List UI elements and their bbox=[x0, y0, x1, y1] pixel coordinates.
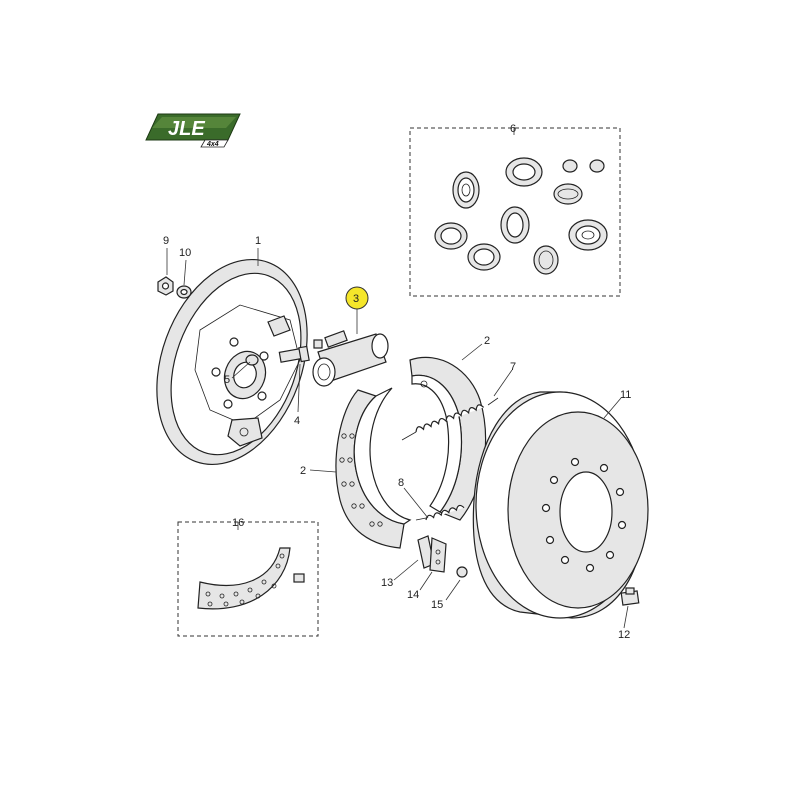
brake-lining bbox=[197, 547, 291, 610]
brake-drum bbox=[472, 391, 649, 619]
callout-16: 16 bbox=[232, 517, 244, 529]
callout-1: 1 bbox=[255, 235, 261, 247]
callout-7: 7 bbox=[510, 361, 516, 373]
drum-screw bbox=[620, 587, 640, 606]
callout-14: 14 bbox=[407, 589, 419, 601]
logo-brand: JLE bbox=[168, 118, 205, 140]
kit-box-6 bbox=[409, 127, 621, 297]
kit-box-16 bbox=[177, 521, 319, 637]
callout-13: 13 bbox=[381, 577, 393, 589]
lower-return-spring bbox=[415, 504, 465, 521]
lock-washer bbox=[176, 285, 192, 299]
callout-11: 11 bbox=[620, 389, 631, 401]
callout-10: 10 bbox=[179, 247, 191, 259]
callout-4: 4 bbox=[294, 415, 300, 427]
leader-lines bbox=[166, 248, 629, 629]
callout-3: 3 bbox=[353, 293, 359, 305]
callout-2-left: 2 bbox=[300, 465, 306, 477]
backing-plate bbox=[156, 258, 308, 466]
jle-logo: JLE 4x4 bbox=[145, 113, 241, 148]
logo-sub: 4x4 bbox=[206, 141, 219, 148]
adjuster-plate bbox=[417, 535, 447, 573]
callout-15: 15 bbox=[431, 599, 443, 611]
callout-5: 5 bbox=[224, 374, 230, 386]
adjuster-pin bbox=[456, 566, 468, 578]
rivet bbox=[293, 573, 305, 583]
highlight-marker bbox=[345, 286, 369, 310]
upper-return-spring bbox=[401, 397, 499, 441]
callout-8: 8 bbox=[398, 477, 404, 489]
callout-2-right: 2 bbox=[484, 335, 490, 347]
callout-6: 6 bbox=[510, 123, 516, 135]
callout-9: 9 bbox=[163, 235, 169, 247]
brake-shoe-left bbox=[335, 387, 412, 549]
wheel-cylinder bbox=[312, 330, 389, 387]
callout-12: 12 bbox=[618, 629, 630, 641]
callout-labels: 1 2 2 3 4 5 6 7 8 9 10 11 12 13 14 15 16 bbox=[163, 123, 631, 641]
bleed-bolt bbox=[278, 345, 310, 363]
nut bbox=[157, 276, 174, 296]
seal-kit-parts bbox=[434, 157, 608, 275]
brake-shoe-right bbox=[409, 356, 487, 521]
